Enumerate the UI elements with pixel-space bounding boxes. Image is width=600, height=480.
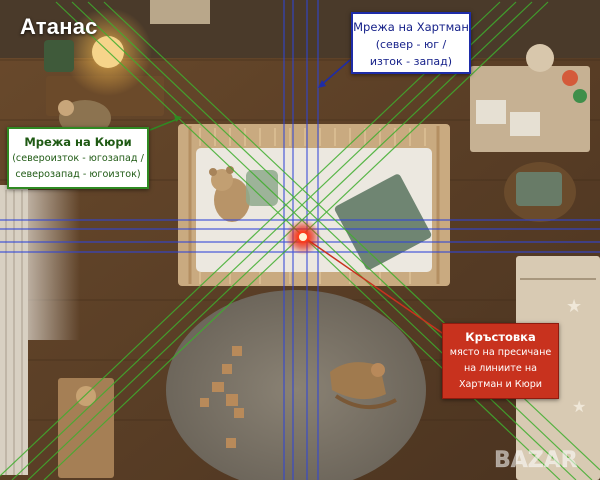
- hartmann-label-line1: (север - юг /: [375, 38, 447, 51]
- curie-label-line2: северозапад - югоизток): [15, 169, 141, 180]
- crossing-leader: [304, 237, 446, 336]
- wooden-blocks: [200, 346, 244, 448]
- small-teddy: [58, 100, 74, 116]
- toy-stacker: [562, 70, 578, 86]
- crossing-label-line2: на линиите на: [463, 363, 537, 374]
- round-rug: [166, 290, 426, 480]
- crib-cloth: [246, 170, 278, 206]
- shelf-teddy: [526, 44, 554, 72]
- svg-text:BAZAR: BAZAR: [494, 448, 578, 473]
- bazar-watermark-logo: BAZAR: [494, 448, 578, 474]
- svg-text:★: ★: [566, 296, 582, 317]
- crib-blanket: [334, 174, 432, 270]
- picture-frame: [150, 0, 210, 24]
- hartmann-leader: [319, 59, 351, 87]
- hartmann-grid-label: Мрежа на Хартман (север - юг / изток - з…: [351, 12, 471, 74]
- hartmann-label-title: Мрежа на Хартман: [353, 20, 469, 34]
- crib-teddy: [209, 166, 250, 222]
- curie-leader: [149, 117, 181, 131]
- curie-label-title: Мрежа на Кюри: [24, 135, 132, 149]
- plant: [44, 40, 74, 72]
- crossing-label-line3: Хартман и Кюри: [458, 379, 543, 390]
- svg-text:★: ★: [572, 397, 586, 416]
- hartmann-label-line2: изток - запад): [369, 55, 453, 68]
- curie-grid-label: Мрежа на Кюри (североизток - югозапад / …: [7, 127, 149, 189]
- page-title: Атанас: [20, 14, 98, 39]
- rocking-horse: [330, 362, 397, 410]
- crossing-label: Кръстовка място на пресичане на линиите …: [442, 323, 559, 399]
- crossing-label-title: Кръстовка: [465, 330, 536, 344]
- crossing-label-line1: място на пресичане: [449, 347, 552, 358]
- curie-label-line1: (североизток - югозапад /: [12, 153, 144, 164]
- shelf-unit: [470, 66, 590, 152]
